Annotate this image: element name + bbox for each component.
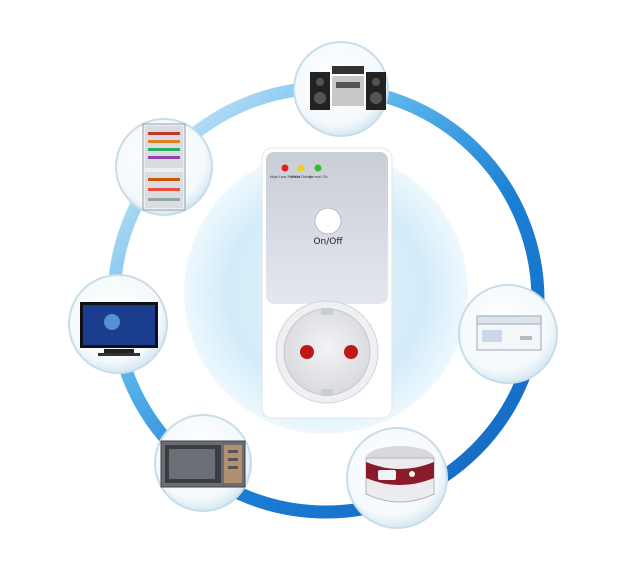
indicator-label-high-low: High Low Protect — [270, 175, 301, 179]
appliance-freezer — [458, 284, 558, 384]
indicator-label-normal: Normal Ok — [308, 175, 328, 179]
yellow-led-icon — [297, 164, 305, 172]
red-led-icon — [281, 164, 289, 172]
surge-protector-device: High Low Protect 5 Min Delay Normal Ok O… — [261, 147, 393, 419]
indicator-label-delay: 5 Min Delay — [290, 175, 312, 179]
power-socket — [275, 300, 379, 404]
on-off-label: On/Off — [313, 237, 343, 247]
appliance-microwave — [154, 414, 252, 512]
appliance-rice-cooker — [346, 427, 448, 529]
indicator-delay: 5 Min Delay — [290, 164, 312, 179]
rice-cooker-icon — [365, 446, 435, 503]
appliance-refrigerator — [115, 118, 213, 216]
chest-freezer-icon — [476, 315, 542, 351]
on-off-button[interactable] — [314, 207, 342, 235]
appliance-speakers — [293, 41, 389, 137]
indicator-high-low: High Low Protect — [270, 164, 301, 179]
microwave-icon — [160, 440, 246, 488]
television-icon — [80, 302, 158, 356]
socket-pin-left — [300, 345, 314, 359]
socket-pin-right — [344, 345, 358, 359]
refrigerator-icon — [142, 123, 186, 211]
indicator-normal: Normal Ok — [308, 164, 328, 179]
green-led-icon — [314, 164, 322, 172]
speaker-system-icon — [310, 66, 386, 110]
appliance-television — [68, 274, 168, 374]
